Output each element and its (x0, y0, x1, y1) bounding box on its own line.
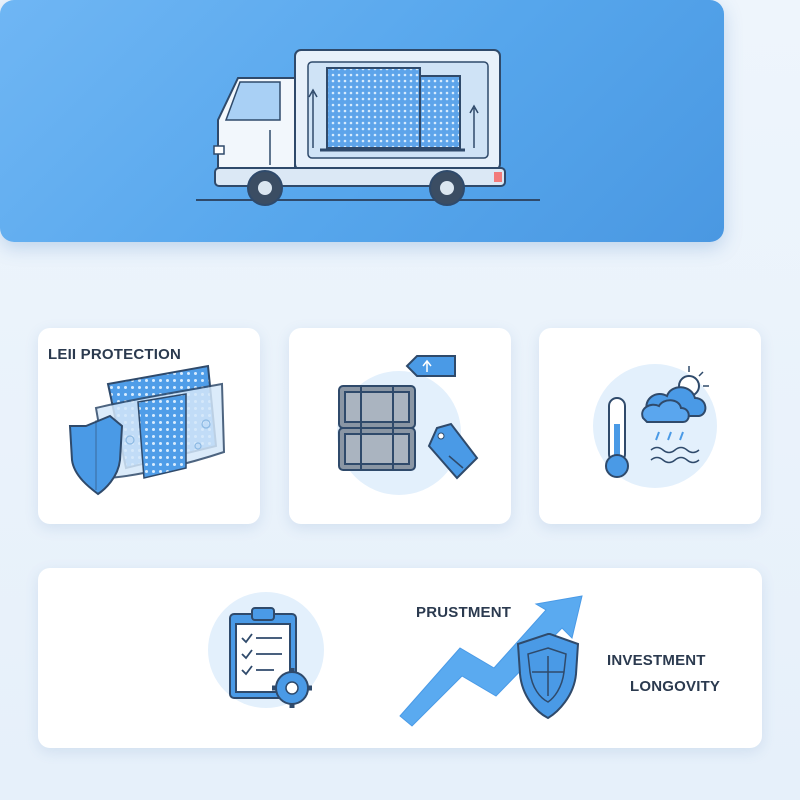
longovity-label: LONGOVITY (630, 678, 721, 695)
weather-card (539, 328, 761, 524)
prustment-label: PRUSTMENT (416, 604, 512, 621)
packing-card (289, 328, 511, 524)
investment-label: INVESTMENT (607, 652, 706, 669)
crates-icon (338, 385, 416, 471)
cloud-sun-rain-icon (641, 366, 709, 441)
thermometer-icon (605, 397, 629, 478)
wrapped-panel-icon (94, 364, 226, 480)
moving-truck-illustration (196, 49, 540, 206)
gear-icon (272, 668, 312, 708)
solar-panel-icon (326, 67, 421, 149)
protection-card: LEII PROTECTION (38, 328, 260, 524)
wave-icon (650, 446, 700, 464)
hero-banner (0, 0, 724, 242)
cab-window (224, 81, 281, 121)
protection-label: LEII PROTECTION (48, 346, 182, 363)
arrow-tag-icon (405, 355, 456, 377)
trend-arrow-icon (399, 595, 583, 727)
investment-card: PRUSTMENT INVESTMENT LONGOVITY (38, 568, 762, 748)
tag-icon (427, 422, 479, 480)
